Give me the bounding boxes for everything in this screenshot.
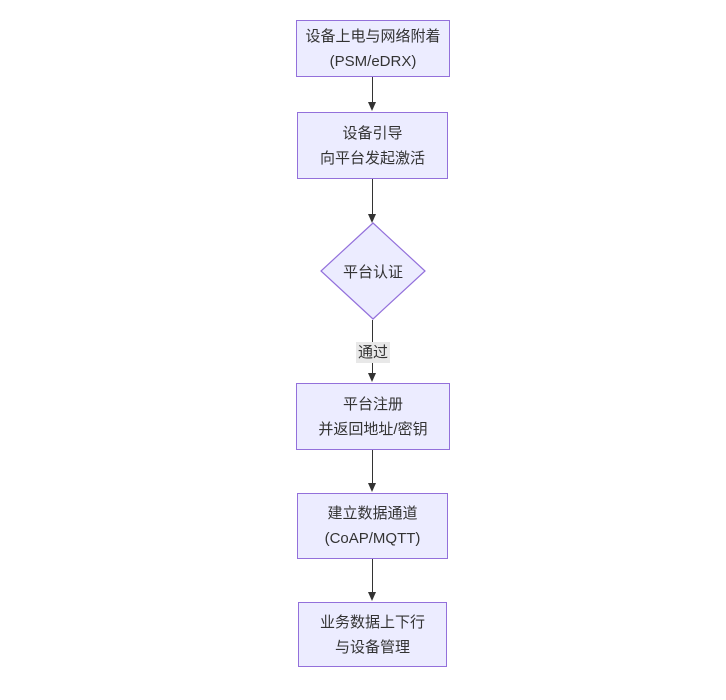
node-label-line: 设备上电与网络附着 — [305, 27, 441, 45]
decision-diamond — [320, 222, 426, 320]
node-label-line: (CoAP/MQTT) — [324, 530, 421, 547]
node-label-line: 平台注册 — [342, 395, 403, 413]
node-business-data: 业务数据上下行 与设备管理 — [298, 602, 447, 667]
node-register: 平台注册 并返回地址/密钥 — [296, 383, 450, 450]
arrow-line — [372, 179, 373, 215]
node-label-line: 业务数据上下行 — [319, 613, 425, 631]
node-label-line: 并返回地址/密钥 — [318, 420, 428, 438]
node-label-line: 设备引导 — [342, 124, 403, 142]
node-bootstrap: 设备引导 向平台发起激活 — [297, 112, 448, 179]
diamond-shape — [320, 222, 426, 320]
arrow-line — [372, 77, 373, 103]
arrow-line — [372, 559, 373, 593]
arrow-head-icon — [368, 592, 376, 601]
node-power-attach: 设备上电与网络附着 (PSM/eDRX) — [296, 20, 450, 77]
edge-label-pass: 通过 — [355, 342, 391, 363]
node-label-line: 平台认证 — [342, 263, 403, 281]
node-label-line: 建立数据通道 — [327, 505, 418, 522]
arrow-head-icon — [368, 214, 376, 223]
node-platform-auth: 平台认证 — [320, 222, 426, 320]
arrow-head-icon — [368, 373, 376, 382]
node-label-line: 与设备管理 — [334, 638, 410, 656]
node-label-line: (PSM/eDRX) — [329, 52, 417, 70]
node-label-line: 向平台发起激活 — [319, 149, 425, 167]
arrow-line — [372, 450, 373, 484]
arrow-head-icon — [368, 483, 376, 492]
node-data-channel: 建立数据通道 (CoAP/MQTT) — [297, 493, 448, 559]
arrow-head-icon — [368, 102, 376, 111]
